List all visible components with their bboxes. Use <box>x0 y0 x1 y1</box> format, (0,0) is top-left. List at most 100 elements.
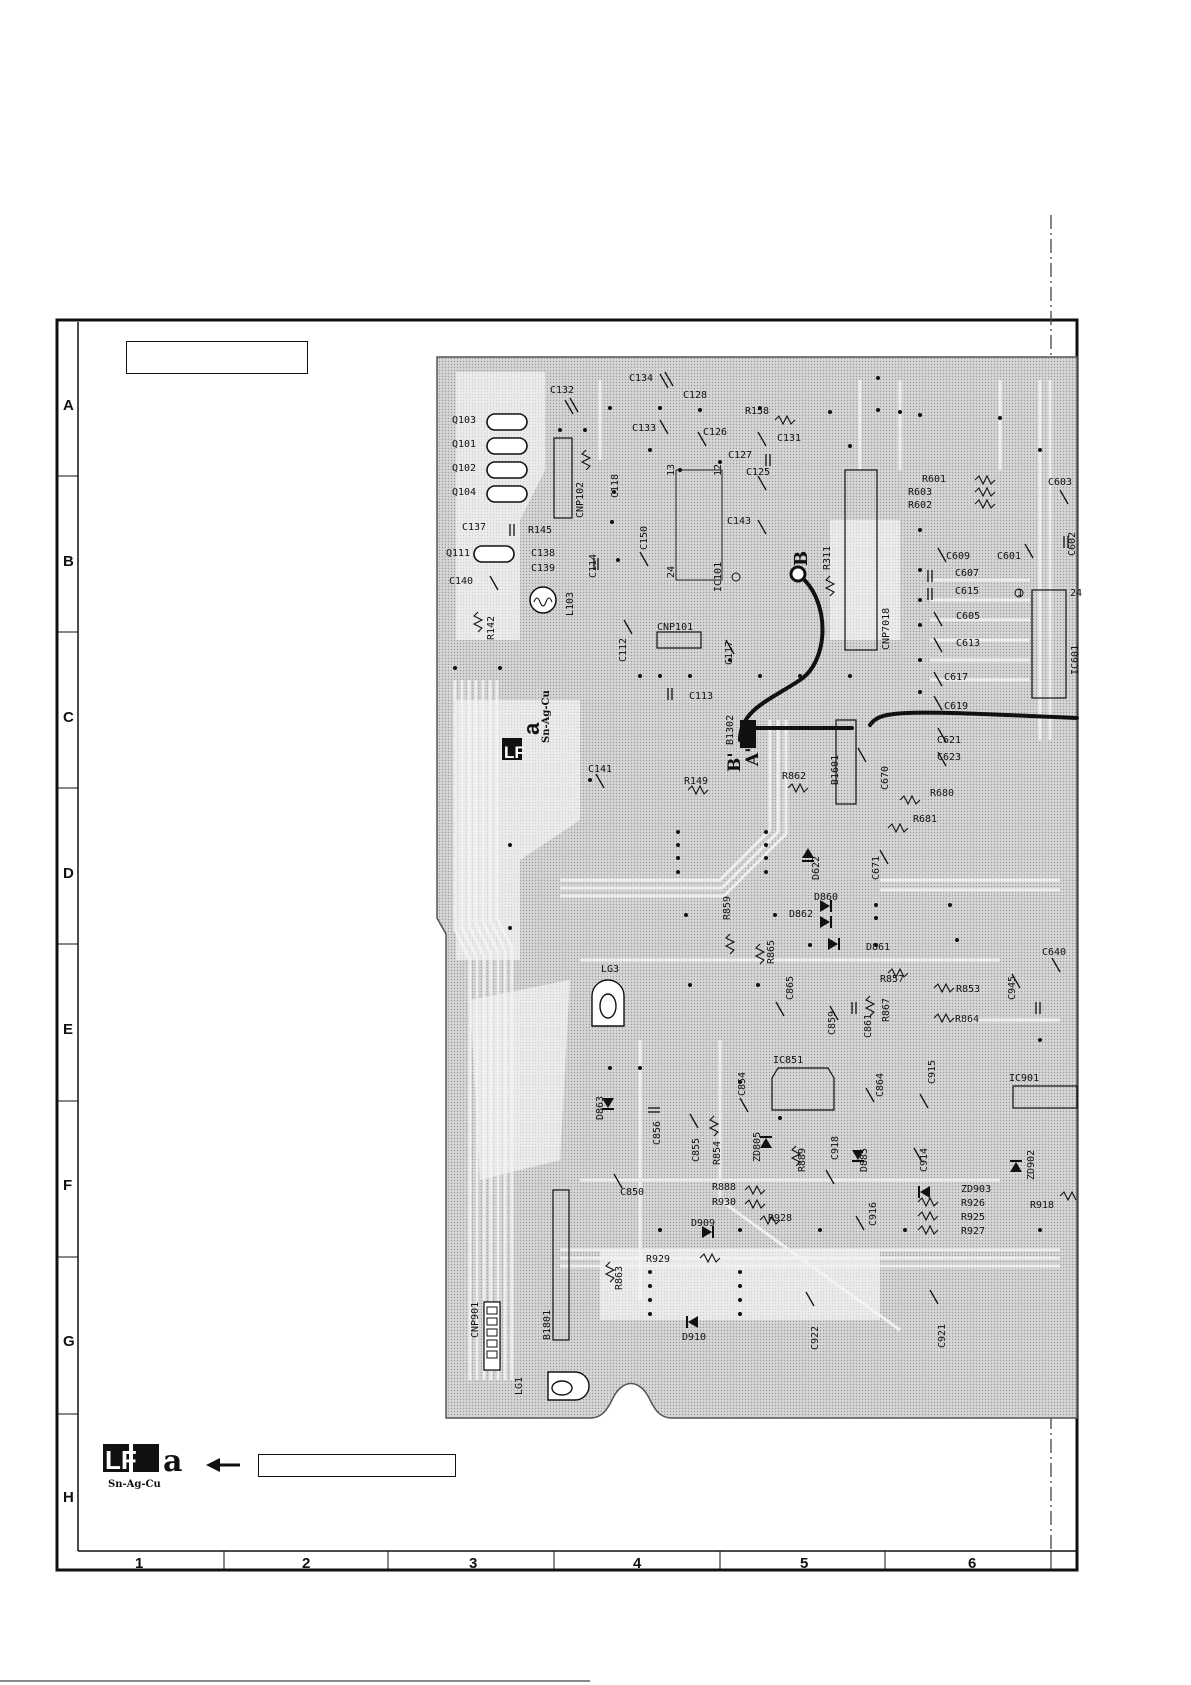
ic601-pin-label: 24 <box>1070 588 1082 599</box>
ref-designator-r863: R863 <box>614 1266 625 1290</box>
solder-alloy: Sn-Ag-Cu <box>541 690 552 743</box>
ref-designator-c861: C861 <box>863 1014 874 1038</box>
row-label: D <box>63 865 74 882</box>
row-label: A <box>63 397 74 414</box>
point-b-prime-label: B' <box>725 752 745 772</box>
ic101-pin-label: 24 <box>666 566 677 578</box>
ref-designator-r601: R601 <box>922 474 946 485</box>
ref-designator-c131: C131 <box>777 433 801 444</box>
solder-alloy: Sn-Ag-Cu <box>108 1479 161 1490</box>
ref-designator-r145: R145 <box>528 525 552 536</box>
ref-designator-lg1: LG1 <box>514 1377 525 1395</box>
ref-designator-d861: D861 <box>866 942 890 953</box>
ref-designator-c137: C137 <box>462 522 486 533</box>
ref-designator-c150: C150 <box>639 526 650 550</box>
ref-designator-r864: R864 <box>955 1014 979 1025</box>
ref-designator-r930: R930 <box>712 1197 736 1208</box>
ic101-pin1-mark <box>731 572 741 582</box>
row-label: F <box>63 1177 72 1194</box>
ref-designator-d860: D860 <box>814 892 838 903</box>
ref-designator-c607: C607 <box>955 568 979 579</box>
ref-designator-c143: C143 <box>727 516 751 527</box>
column-label: 5 <box>800 1555 808 1572</box>
ref-designator-q104: Q104 <box>452 487 476 498</box>
reference-designators: C132C134C128Q103C133R158Q101C126C131Q102… <box>446 373 1081 1395</box>
ref-designator-c134: C134 <box>629 373 653 384</box>
ref-designator-r149: R149 <box>684 776 708 787</box>
point-b-label: B <box>791 551 812 566</box>
ref-designator-c132: C132 <box>550 385 574 396</box>
ref-designator-c619: C619 <box>944 701 968 712</box>
ref-designator-d863: D863 <box>595 1096 606 1120</box>
ref-designator-c603: C603 <box>1048 477 1072 488</box>
ref-designator-c922: C922 <box>810 1326 821 1350</box>
lf-suffix: a <box>163 1444 182 1479</box>
ref-designator-r888: R888 <box>712 1182 736 1193</box>
ref-designator-c113: C113 <box>689 691 713 702</box>
ref-designator-c128: C128 <box>683 390 707 401</box>
ref-designator-c138: C138 <box>531 548 555 559</box>
ic601-pin-label: 1 <box>1017 588 1023 599</box>
ref-designator-r142: R142 <box>486 616 497 640</box>
ref-designator-c921: C921 <box>937 1324 948 1348</box>
ref-designator-b1601: B1601 <box>830 755 841 785</box>
ic601-pin1-mark <box>1014 588 1024 598</box>
title-box <box>126 341 308 374</box>
ref-designator-r681: R681 <box>913 814 937 825</box>
ref-designator-l103: L103 <box>565 592 576 616</box>
ref-designator-c916: C916 <box>868 1202 879 1226</box>
ref-designator-c671: C671 <box>871 856 882 880</box>
ref-designator-c864: C864 <box>875 1073 886 1097</box>
ref-designator-ic851: IC851 <box>773 1055 803 1066</box>
ref-designator-r853: R853 <box>956 984 980 995</box>
row-label: C <box>63 709 74 726</box>
ref-designator-r929: R929 <box>646 1254 670 1265</box>
ref-designator-d910: D910 <box>682 1332 706 1343</box>
ref-designator-c133: C133 <box>632 423 656 434</box>
ref-designator-c918: C918 <box>830 1136 841 1160</box>
ref-designator-r925: R925 <box>961 1212 985 1223</box>
ref-designator-c117: C117 <box>724 641 735 665</box>
ref-designator-d862: D862 <box>789 909 813 920</box>
row-label: H <box>63 1489 74 1506</box>
ref-designator-r865: R865 <box>766 940 777 964</box>
ref-designator-r889: R889 <box>797 1148 808 1172</box>
ref-designator-r602: R602 <box>908 500 932 511</box>
row-label: G <box>63 1333 75 1350</box>
lf-suffix: a <box>519 722 544 735</box>
ref-designator-c914: C914 <box>919 1148 930 1172</box>
ic101-pin-label: 13 <box>666 464 677 476</box>
ref-designator-lg3: LG3 <box>601 964 619 975</box>
ref-designator-c112: C112 <box>618 638 629 662</box>
ref-designator-d622: D622 <box>811 856 822 880</box>
ref-designator-r926: R926 <box>961 1198 985 1209</box>
lf-letter-l: LF <box>105 1445 137 1475</box>
ref-designator-r867: R867 <box>881 998 892 1022</box>
column-label: 1 <box>135 1555 143 1572</box>
ref-designator-cnp101: CNP101 <box>657 622 693 633</box>
ref-designator-r854: R854 <box>712 1141 723 1165</box>
ref-designator-c125: C125 <box>746 467 770 478</box>
ref-designator-b1302: B1302 <box>725 715 736 745</box>
ref-designator-q111: Q111 <box>446 548 470 559</box>
ref-designator-cnp901: CNP901 <box>470 1302 481 1338</box>
column-label: 2 <box>302 1555 310 1572</box>
ref-designator-r311: R311 <box>822 546 833 570</box>
ref-designator-d909: D909 <box>691 1218 715 1229</box>
ref-designator-r862: R862 <box>782 771 806 782</box>
ref-designator-ic901: IC901 <box>1009 1073 1039 1084</box>
ref-designator-c670: C670 <box>880 766 891 790</box>
ref-designator-r928: R928 <box>768 1213 792 1224</box>
ref-designator-c640: C640 <box>1042 947 1066 958</box>
ref-designator-q101: Q101 <box>452 439 476 450</box>
ref-designator-c118: C118 <box>610 474 621 498</box>
ref-designator-c141: C141 <box>588 764 612 775</box>
ref-designator-cnp102: CNP102 <box>575 482 586 518</box>
point-a-prime-label: A' <box>743 748 763 767</box>
ref-designator-r918: R918 <box>1030 1200 1054 1211</box>
ref-designator-c114: C114 <box>588 554 599 578</box>
ref-designator-c621: C621 <box>937 735 961 746</box>
ref-designator-c126: C126 <box>703 427 727 438</box>
ref-designator-ic101: IC101 <box>713 562 724 592</box>
